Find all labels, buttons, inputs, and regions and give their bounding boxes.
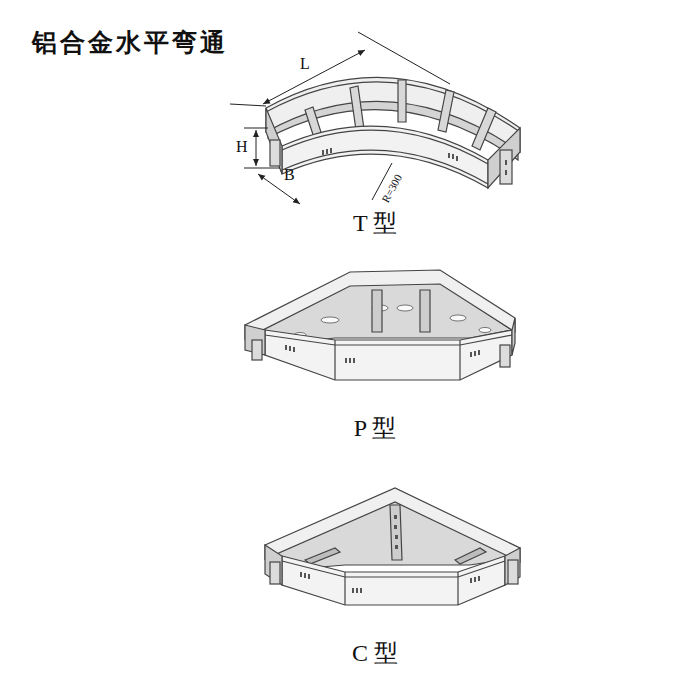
radius-label: R=300	[380, 172, 404, 204]
c-type-bend	[265, 488, 520, 605]
dimension-lines	[230, 32, 450, 204]
p-type-bend	[245, 270, 515, 380]
diagram-title: 铝合金水平弯通	[32, 30, 228, 55]
type-caption: C 型	[352, 641, 398, 665]
dimension-label: L	[300, 56, 310, 72]
dimension-label: H	[236, 139, 248, 155]
t-type-bend	[266, 77, 520, 188]
type-caption: P 型	[354, 416, 396, 440]
dimension-label: B	[284, 167, 295, 183]
type-caption: T 型	[353, 211, 397, 235]
